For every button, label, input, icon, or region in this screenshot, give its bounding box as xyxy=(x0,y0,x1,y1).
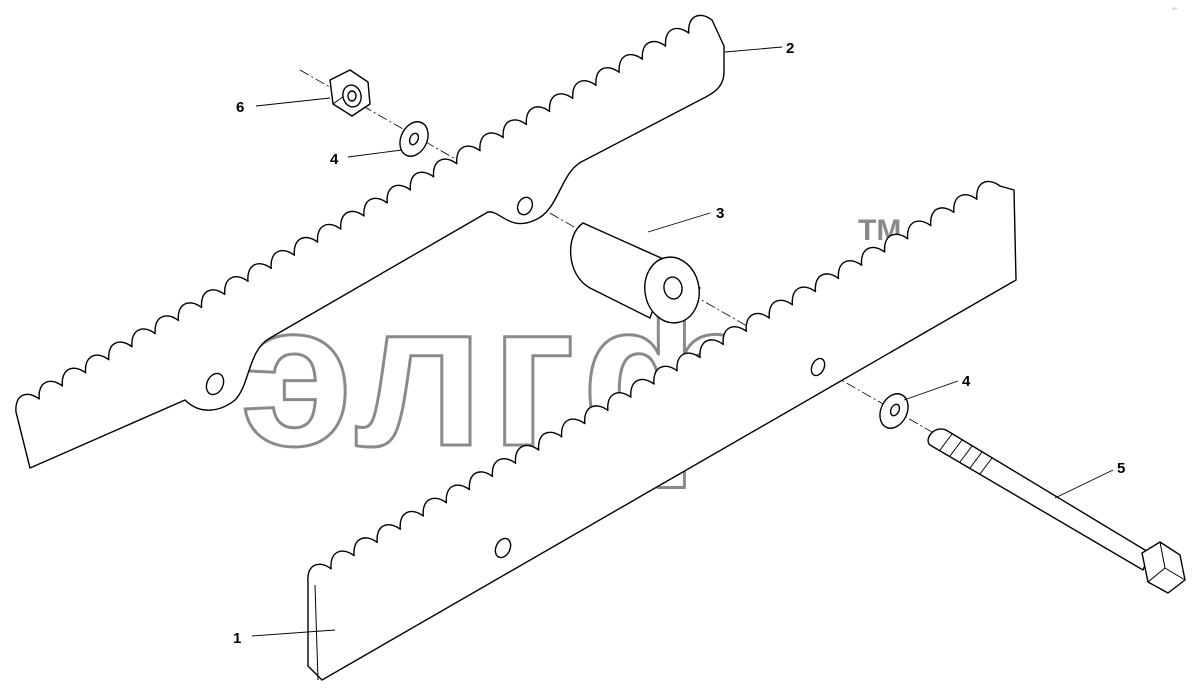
leader-4a xyxy=(347,149,403,158)
bolt-thread-5 xyxy=(979,457,993,475)
leader-4b xyxy=(903,380,959,401)
callout-4-upper: 4 xyxy=(330,151,339,168)
bolt-shank xyxy=(927,428,1151,571)
leader-6 xyxy=(255,97,331,107)
part-6-hex-nut xyxy=(329,69,371,117)
part-4-washer-upper xyxy=(399,121,429,157)
bar-1-hole-right xyxy=(810,357,826,377)
leader-3 xyxy=(647,212,711,233)
nut-bore xyxy=(347,90,357,102)
leader-1 xyxy=(251,629,336,637)
bar-2-hole-upper xyxy=(516,196,534,216)
bolt-head-edge-2 xyxy=(1164,567,1186,581)
part-1-lower-serrated-bar xyxy=(307,180,1017,681)
spacer-bore xyxy=(663,276,683,300)
bolt-head-edge-3 xyxy=(1147,567,1166,583)
bolt-head-edge-1 xyxy=(1159,541,1166,569)
bolt-thread-3 xyxy=(959,445,973,463)
callout-1: 1 xyxy=(233,630,241,647)
leader-2 xyxy=(724,46,783,53)
callout-5: 5 xyxy=(1117,460,1125,477)
bar-2-hole-lower xyxy=(205,372,225,396)
bolt-head xyxy=(1141,541,1186,594)
washer-lower-bore xyxy=(889,403,901,417)
bolt-thread-1 xyxy=(939,433,953,451)
washer-upper-bore xyxy=(408,132,420,146)
corner-mark: °° xyxy=(1172,8,1177,14)
bolt-thread-2 xyxy=(949,439,963,457)
callout-4-lower: 4 xyxy=(962,373,971,390)
bar-1-edge xyxy=(314,584,319,681)
part-4-washer-lower xyxy=(879,393,909,429)
bolt-thread-4 xyxy=(969,451,983,469)
nut-face-edge xyxy=(332,95,345,105)
bar-1-outline xyxy=(307,180,1017,681)
part-5-bolt xyxy=(927,428,1186,594)
part-2-upper-serrated-bar xyxy=(15,14,725,469)
callout-2: 2 xyxy=(786,40,794,57)
callout-3: 3 xyxy=(716,205,724,222)
leader-5 xyxy=(1054,469,1114,499)
bar-2-outline xyxy=(15,14,725,469)
bar-1-hole-left xyxy=(494,537,512,559)
callout-6: 6 xyxy=(236,99,244,116)
bar-2-edge xyxy=(15,411,31,469)
part-3-spacer-tube xyxy=(570,222,701,324)
